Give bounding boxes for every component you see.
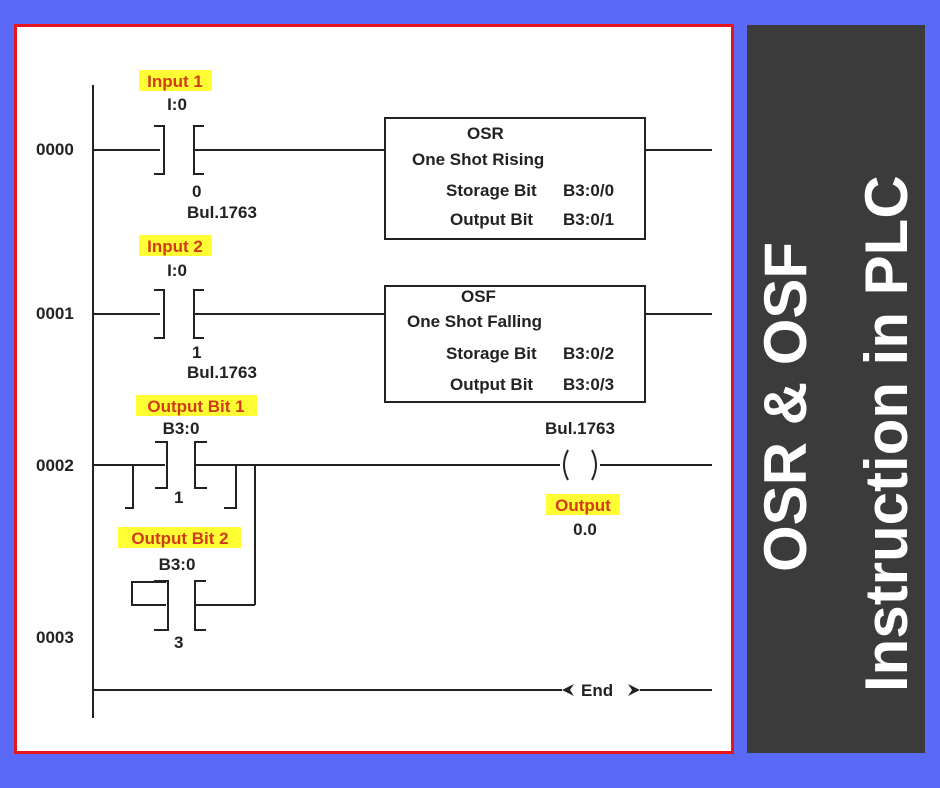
rung-0001-wires — [93, 285, 712, 403]
contact-label: Input 1 — [147, 72, 203, 91]
end-right-arrow-icon — [628, 684, 640, 696]
coil-label: Output — [555, 496, 611, 515]
contact-bit: 3 — [174, 633, 183, 652]
rung-0002-wires — [93, 441, 712, 605]
contact-address: I:0 — [167, 95, 187, 114]
title-line-2: Instruction in PLC — [853, 175, 920, 692]
coil-device: Bul.1763 — [545, 419, 615, 438]
highlight — [118, 527, 241, 548]
rung-number: 0001 — [36, 304, 74, 323]
contact-address: B3:0 — [163, 419, 200, 438]
output-label: Output Bit — [450, 375, 533, 394]
highlight — [139, 70, 212, 91]
contact-device: Bul.1763 — [187, 203, 257, 222]
highlight — [546, 494, 620, 515]
storage-label: Storage Bit — [446, 181, 537, 200]
box-desc: One Shot Rising — [412, 150, 544, 169]
title-line-1: OSR & OSF — [752, 242, 819, 572]
output-value: B3:0/3 — [563, 375, 614, 394]
contact-bit: 1 — [192, 343, 201, 362]
contact-address: B3:0 — [159, 555, 196, 574]
storage-value: B3:0/0 — [563, 181, 614, 200]
rung-number: 0000 — [36, 140, 74, 159]
contact-address: I:0 — [167, 261, 187, 280]
contact-label: Output Bit 2 — [131, 529, 228, 548]
rung-number: 0002 — [36, 456, 74, 475]
coil-address: 0.0 — [573, 520, 597, 539]
title-panel — [747, 25, 925, 753]
contact-bit: 0 — [192, 182, 201, 201]
highlight — [139, 235, 212, 256]
contact-label: Output Bit 1 — [147, 397, 244, 416]
output-label: Output Bit — [450, 210, 533, 229]
end-left-arrow-icon — [562, 684, 574, 696]
output-value: B3:0/1 — [563, 210, 614, 229]
rung-number: 0003 — [36, 628, 74, 647]
ladder-diagram-panel — [14, 24, 734, 754]
contact-device: Bul.1763 — [187, 363, 257, 382]
storage-label: Storage Bit — [446, 344, 537, 363]
rung-0000-wires — [93, 117, 712, 240]
highlight — [136, 395, 257, 416]
contact-label: Input 2 — [147, 237, 203, 256]
box-name: OSF — [461, 287, 496, 306]
rung-0003-wires — [131, 580, 255, 631]
box-desc: One Shot Falling — [407, 312, 542, 331]
box-name: OSR — [467, 124, 504, 143]
end-label: End — [581, 681, 613, 700]
contact-bit: 1 — [174, 488, 183, 507]
storage-value: B3:0/2 — [563, 344, 614, 363]
